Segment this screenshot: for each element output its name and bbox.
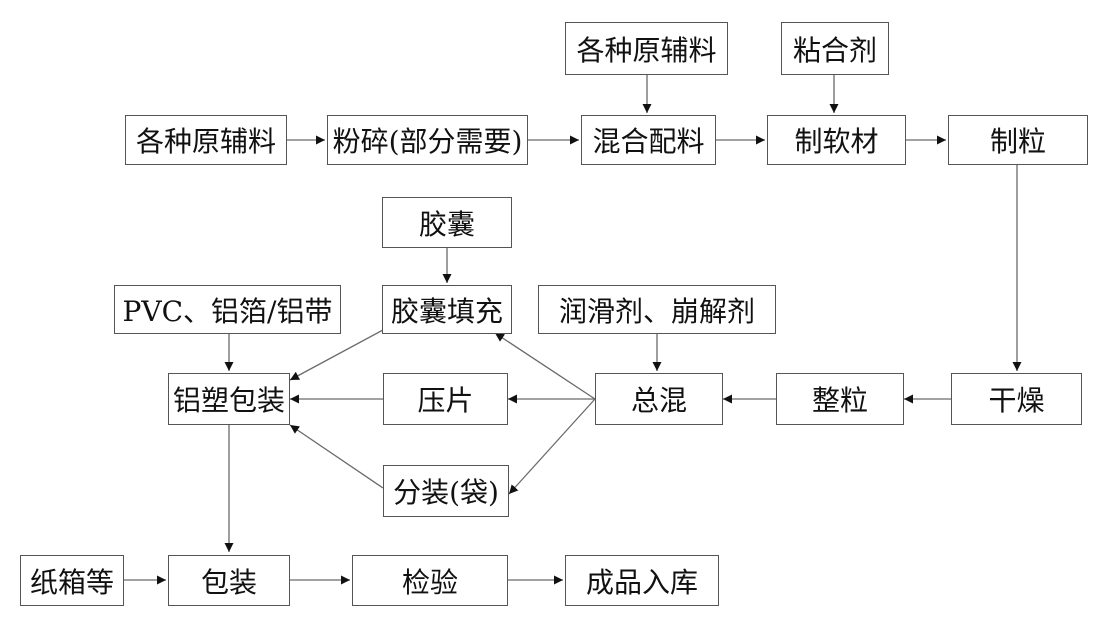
node-soft-material: 制软材 <box>767 115 906 165</box>
node-mixing: 混合配料 <box>581 115 716 165</box>
node-lubricant-disintegrant: 润滑剂、崩解剂 <box>538 285 776 334</box>
arrow-capsule-filling-to-blister <box>289 329 384 381</box>
node-granulation: 制粒 <box>948 115 1088 165</box>
node-capsule-filling: 胶囊填充 <box>382 285 512 334</box>
node-packing: 包装 <box>168 555 290 606</box>
node-raw-materials-top: 各种原辅料 <box>565 22 728 75</box>
node-warehousing: 成品入库 <box>565 555 719 606</box>
node-packaging-materials: PVC、铝箔/铝带 <box>114 285 341 334</box>
node-binder: 粘合剂 <box>781 22 889 75</box>
node-tablet-pressing: 压片 <box>383 373 508 425</box>
node-raw-materials-left: 各种原辅料 <box>125 115 287 165</box>
arrow-bagging-to-blister <box>289 424 384 489</box>
node-sizing: 整粒 <box>776 373 904 425</box>
node-drying: 干燥 <box>951 373 1082 425</box>
arrow-final-mixing-to-bagging <box>508 398 596 495</box>
node-inspection: 检验 <box>352 555 508 606</box>
node-capsule: 胶囊 <box>382 197 512 248</box>
node-crushing: 粉碎(部分需要) <box>327 115 528 165</box>
node-final-mixing: 总混 <box>595 373 723 425</box>
node-bagging: 分装(袋) <box>383 465 509 517</box>
node-cartons: 纸箱等 <box>20 555 124 606</box>
node-blister-packaging: 铝塑包装 <box>168 373 290 425</box>
arrow-final-mixing-to-capsule-filling <box>494 332 596 400</box>
